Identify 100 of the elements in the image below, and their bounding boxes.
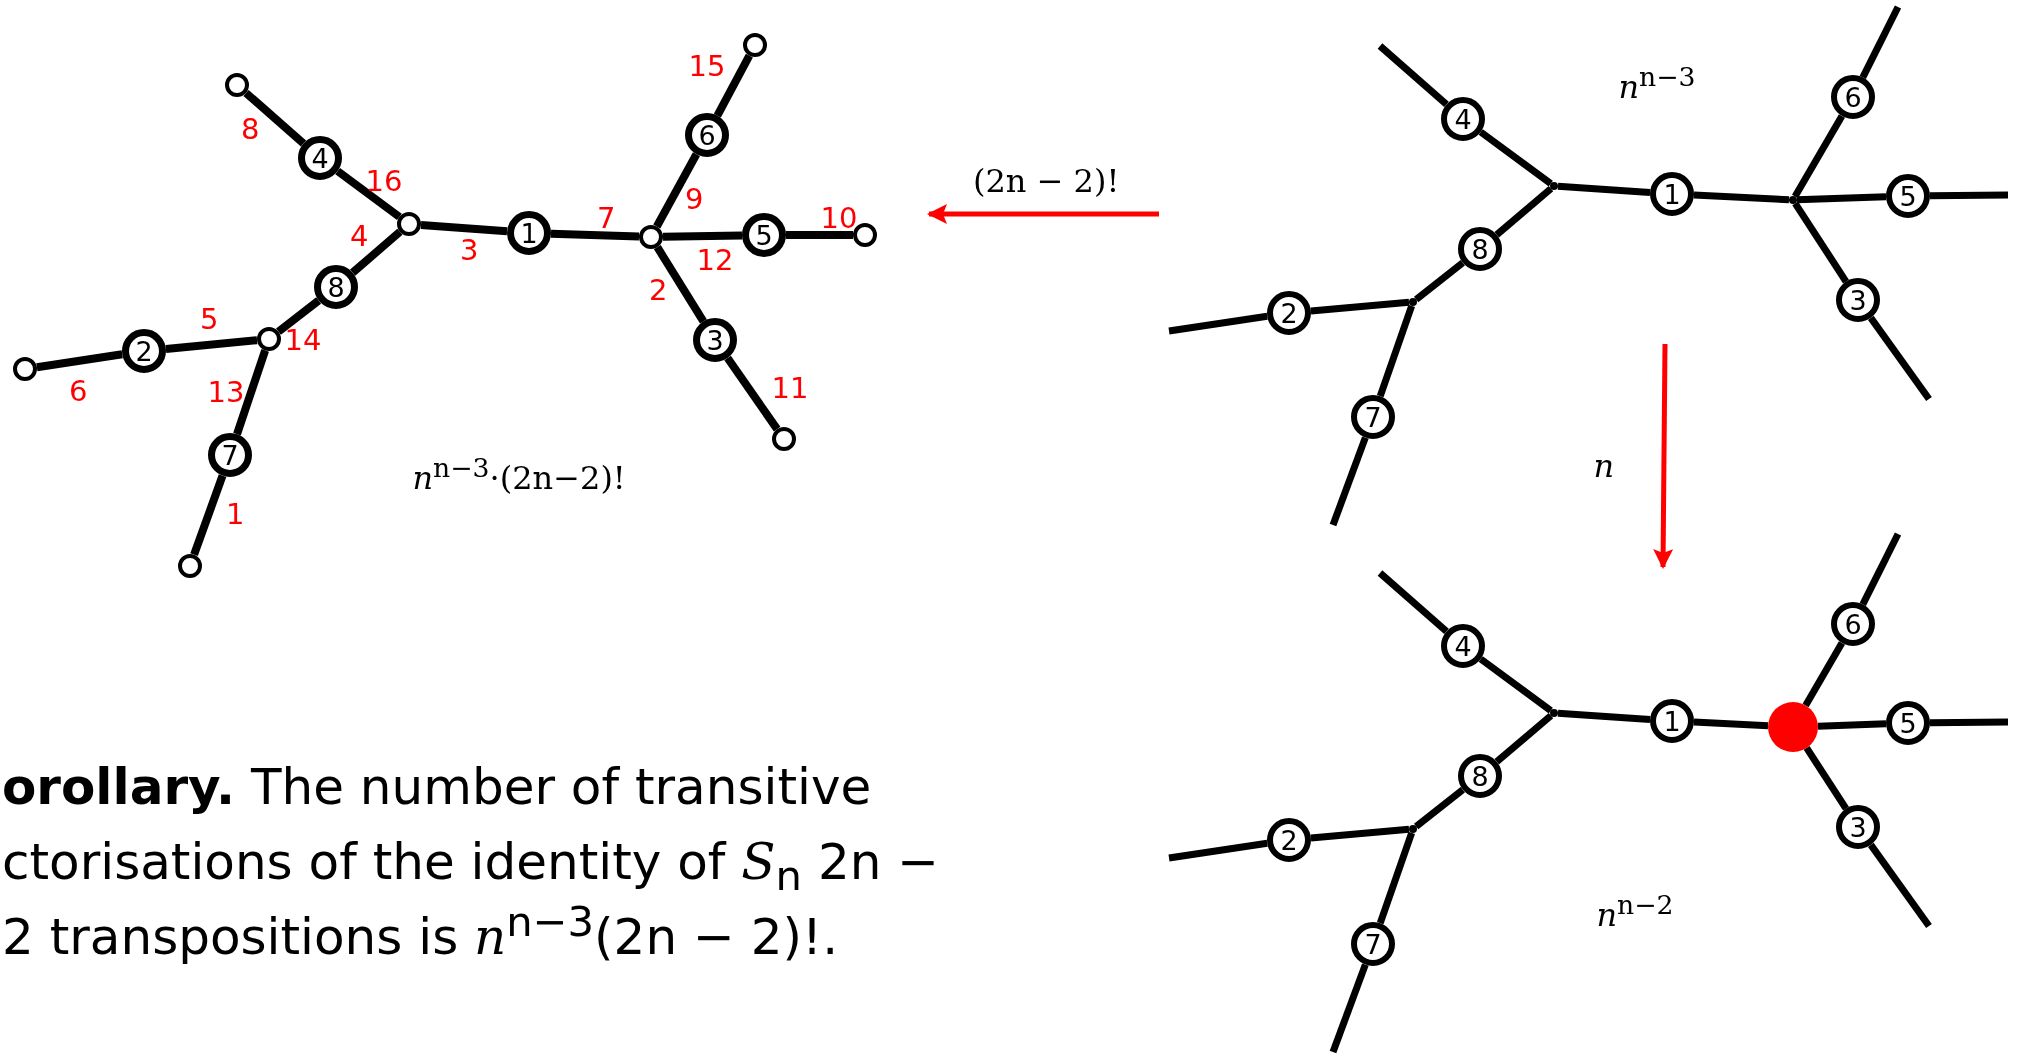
tree-edge (653, 245, 707, 324)
tree-edge (1859, 532, 1902, 606)
numbered-vertex: 8 (1458, 754, 1502, 798)
edge-label: 12 (696, 245, 734, 275)
tree-edge (1792, 201, 1849, 284)
tree-edge (1817, 720, 1887, 730)
arrow-label: n (1593, 450, 1615, 482)
junction-point (1550, 709, 1558, 717)
leaf-vertex (225, 73, 249, 97)
numbered-vertex: 7 (1351, 395, 1395, 439)
numbered-vertex: 7 (208, 433, 252, 477)
edge-label: 16 (365, 166, 403, 196)
edge-label: 15 (688, 51, 726, 81)
tree-edge (1478, 656, 1553, 714)
tree-edge (1557, 709, 1651, 723)
tree-edge (786, 231, 853, 239)
leaf-vertex (13, 357, 37, 381)
numbered-vertex: 4 (1441, 624, 1485, 668)
tree-edge (1376, 831, 1415, 925)
tree-edge (1796, 193, 1887, 204)
tree-edge (1803, 746, 1849, 811)
numbered-vertex: 2 (1267, 818, 1311, 862)
edge-label: 11 (771, 373, 809, 403)
tree-edge (1867, 842, 1932, 929)
tree-edge (1413, 786, 1465, 830)
corollary-text: orollary. The number of transitive ctorisations of the identity of S$_{n}$ 2n − 2 transpositions is n$^{n−3}$(2n − 2)!. (2, 757, 941, 968)
tree-edge (1557, 182, 1651, 196)
numbered-vertex: 7 (1351, 922, 1395, 966)
edge-label: 1 (226, 499, 245, 529)
tree-edge (1929, 191, 2009, 200)
edge-label: 13 (207, 377, 245, 407)
tree-edge (713, 53, 753, 118)
tree-edge (243, 89, 307, 147)
numbered-vertex: 4 (1441, 97, 1485, 141)
numbered-vertex: 5 (742, 213, 786, 257)
numbered-vertex: 6 (1831, 602, 1875, 646)
tree-edge (1377, 570, 1449, 635)
junction-point (1409, 825, 1417, 833)
numbered-vertex: 5 (1886, 174, 1930, 218)
tree-edge (1802, 641, 1845, 708)
junction-point (1409, 298, 1417, 306)
tree-edge (653, 152, 700, 229)
junction-point (1550, 182, 1558, 190)
edge-label: 9 (685, 184, 704, 214)
tree-edge (1494, 185, 1554, 238)
tree-edge (1693, 718, 1769, 730)
tree-edge (1478, 129, 1553, 187)
leaf-vertex (257, 327, 281, 351)
leaf-vertex (743, 33, 767, 57)
numbered-vertex: 8 (314, 265, 358, 309)
tree-edge (1494, 712, 1554, 765)
leaf-vertex (639, 225, 663, 249)
numbered-vertex: 1 (1650, 172, 1694, 216)
leaf-vertex (772, 427, 796, 451)
tree-edge (233, 349, 269, 436)
formula: n$^{n−3}$ (1618, 63, 1696, 103)
tree-edge (662, 231, 743, 241)
numbered-vertex: 6 (1831, 75, 1875, 119)
tree-edge (1792, 114, 1845, 199)
edge-label: 6 (69, 376, 88, 406)
tree-edge (36, 350, 123, 372)
tree-edge (165, 336, 258, 353)
numbered-vertex: 3 (693, 318, 737, 362)
tree-edge (420, 220, 508, 236)
tree-edge (1168, 312, 1268, 335)
numbered-vertex: 2 (122, 329, 166, 373)
tree-edge (1413, 259, 1465, 303)
tree-edge (1310, 298, 1410, 315)
edge-label: 8 (241, 114, 260, 144)
tree-edge (1377, 43, 1449, 108)
numbered-vertex: 8 (1458, 227, 1502, 271)
numbered-vertex: 6 (685, 113, 729, 157)
tree-edge (1867, 315, 1932, 402)
numbered-vertex: 3 (1836, 278, 1880, 322)
leaf-vertex (178, 554, 202, 578)
tree-edge (1329, 436, 1369, 527)
edge-label: 14 (284, 325, 322, 355)
edge-label: 4 (350, 221, 369, 251)
edge-label: 5 (200, 304, 219, 334)
formula: n$^{n−2}$ (1596, 891, 1674, 931)
tree-edge (1310, 825, 1410, 842)
edge-label: 7 (597, 203, 616, 233)
numbered-vertex: 1 (507, 211, 551, 255)
numbered-vertex: 4 (298, 136, 342, 180)
tree-edge (350, 228, 403, 276)
leaf-vertex (397, 212, 421, 236)
edge-label: 2 (649, 275, 668, 305)
numbered-vertex: 3 (1836, 805, 1880, 849)
tree-edge (276, 297, 322, 335)
edge-label: 10 (820, 203, 858, 233)
numbered-vertex: 1 (1650, 699, 1694, 743)
tree-edge (1929, 718, 2009, 727)
edge-label: 3 (460, 235, 479, 265)
arrow-label: (2n − 2)! (973, 165, 1120, 197)
tree-edge (1376, 304, 1415, 398)
tree-edge (190, 474, 227, 557)
tree-edge (1329, 963, 1369, 1054)
tree-edge (1859, 5, 1902, 79)
tree-edge (724, 355, 781, 432)
tree-edge (1693, 191, 1790, 204)
